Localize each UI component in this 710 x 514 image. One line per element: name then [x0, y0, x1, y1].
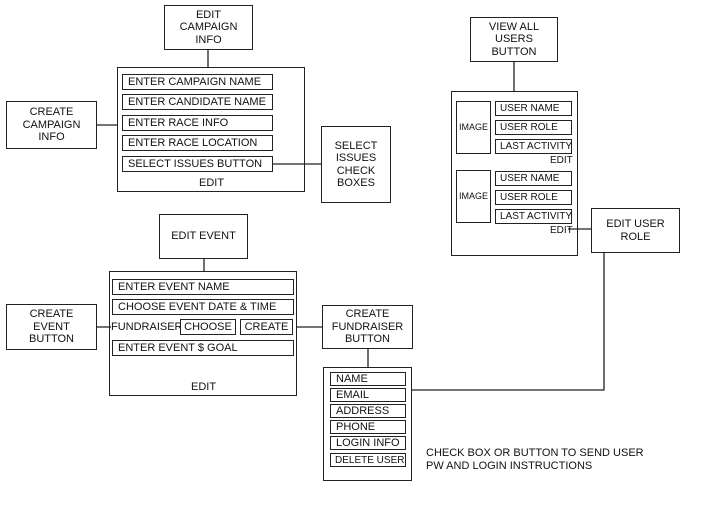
candidate-name-input[interactable]: ENTER CANDIDATE NAME — [122, 94, 273, 110]
fundraiser-phone-input[interactable]: PHONE — [330, 420, 406, 434]
user-card-1-role: USER ROLE — [495, 120, 572, 135]
user-card-1-image — [456, 101, 491, 154]
create-campaign-info-label: CREATE CAMPAIGN INFO — [22, 106, 81, 144]
select-issues-checkboxes-box — [321, 126, 391, 203]
user-card-2-image — [456, 170, 491, 223]
race-info-input[interactable]: ENTER RACE INFO — [122, 115, 273, 131]
user-card-1-edit-link[interactable]: EDIT — [550, 155, 573, 166]
user-card-1-name: USER NAME — [495, 101, 572, 116]
user-card-2-name: USER NAME — [495, 171, 572, 186]
view-all-users-button[interactable] — [470, 17, 558, 62]
users-list-panel — [451, 91, 578, 256]
user-card-1-image-label: IMAGE — [458, 122, 488, 133]
event-edit-link[interactable]: EDIT — [191, 381, 217, 393]
event-goal-input[interactable]: ENTER EVENT $ GOAL — [112, 340, 294, 356]
create-event-button[interactable] — [6, 304, 97, 350]
create-fundraiser-label: CREATE FUNDRAISER BUTTON — [331, 308, 404, 346]
connector-form-to-role — [412, 253, 605, 391]
user-card-2-edit-link[interactable]: EDIT — [550, 225, 573, 236]
create-fundraiser-button[interactable] — [322, 305, 413, 349]
fundraiser-email-input[interactable]: EMAIL — [330, 388, 406, 402]
edit-user-role-label: EDIT USER ROLE — [606, 218, 665, 243]
edit-campaign-info-button[interactable] — [164, 5, 253, 50]
fundraiser-address-input[interactable]: ADDRESS — [330, 404, 406, 418]
fundraiser-label: FUNDRAISER — [111, 321, 183, 333]
delete-user-button[interactable]: DELETE USER — [330, 453, 406, 467]
event-date-time-input[interactable]: CHOOSE EVENT DATE & TIME — [112, 299, 294, 315]
user-card-2-last-activity: LAST ACTIVITY — [495, 209, 572, 224]
user-card-2-image-label: IMAGE — [458, 191, 488, 202]
view-all-users-label: VIEW ALL USERS BUTTON — [488, 20, 540, 58]
event-form-panel — [109, 271, 297, 396]
edit-campaign-info-label: EDIT CAMPAIGN INFO — [179, 8, 238, 46]
select-issues-button[interactable]: SELECT ISSUES BUTTON — [122, 156, 273, 172]
send-login-instructions-note: CHECK BOX OR BUTTON TO SEND USER PW AND … — [426, 447, 644, 472]
create-event-label: CREATE EVENT BUTTON — [28, 308, 75, 346]
select-issues-checkboxes-label: SELECT ISSUES CHECK BOXES — [334, 139, 378, 190]
edit-event-button[interactable] — [159, 214, 248, 259]
fundraiser-choose-button[interactable]: CHOOSE — [180, 319, 236, 335]
edit-user-role-box[interactable] — [591, 208, 680, 253]
race-location-input[interactable]: ENTER RACE LOCATION — [122, 135, 273, 151]
user-card-2-role: USER ROLE — [495, 190, 572, 205]
campaign-edit-link[interactable]: EDIT — [199, 177, 225, 189]
user-card-1-last-activity: LAST ACTIVITY — [495, 139, 572, 154]
campaign-name-input[interactable]: ENTER CAMPAIGN NAME — [122, 74, 273, 90]
campaign-form-panel — [117, 67, 305, 192]
edit-event-label: EDIT EVENT — [171, 230, 236, 243]
fundraiser-create-button[interactable]: CREATE — [240, 319, 293, 335]
fundraiser-form-panel — [323, 367, 412, 481]
event-name-input[interactable]: ENTER EVENT NAME — [112, 279, 294, 295]
fundraiser-name-input[interactable]: NAME — [330, 372, 406, 386]
fundraiser-login-info-input[interactable]: LOGIN INFO — [330, 436, 406, 450]
create-campaign-info-button[interactable] — [6, 101, 97, 149]
